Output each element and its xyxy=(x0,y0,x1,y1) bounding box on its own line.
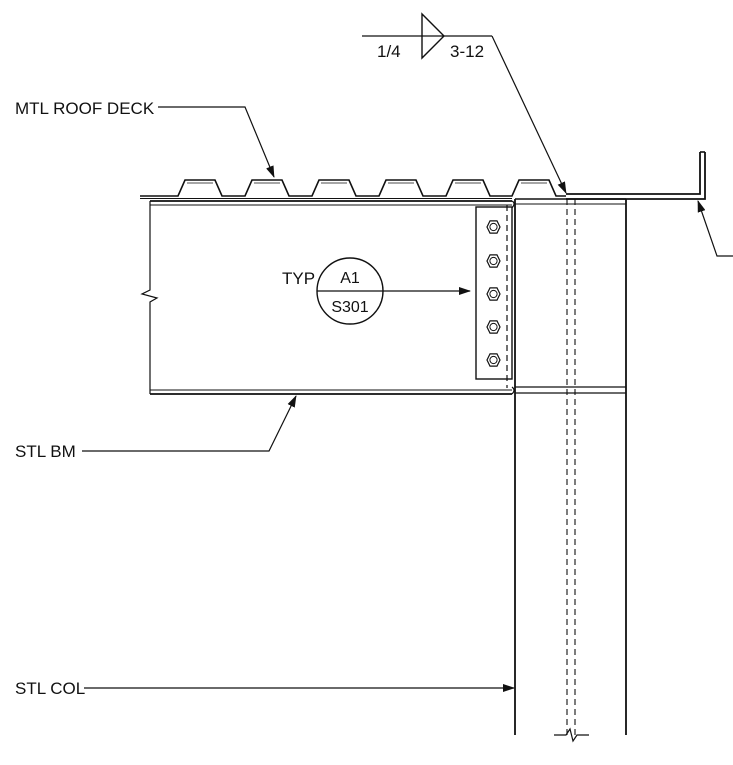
detail-reference-bubble[interactable]: A1 S301 TYP xyxy=(282,257,471,325)
edge-angle xyxy=(566,151,706,200)
detail-number-text: A1 xyxy=(340,270,360,287)
bolt xyxy=(486,320,501,334)
beam-label: STL BM xyxy=(15,442,76,461)
typical-label: TYP xyxy=(282,269,315,288)
steel-beam xyxy=(140,200,515,395)
roof-deck-callout: MTL ROOF DECK xyxy=(15,99,275,178)
bolt-group xyxy=(486,220,501,367)
weld-size-text: 1/4 xyxy=(377,42,401,61)
edge-angle-leader xyxy=(697,200,733,257)
metal-roof-deck xyxy=(140,179,566,199)
roof-deck-label: MTL ROOF DECK xyxy=(15,99,155,118)
beam-callout: STL BM xyxy=(15,395,297,461)
column-callout: STL COL xyxy=(15,679,515,698)
bolt xyxy=(486,254,501,268)
detail-sheet-text: S301 xyxy=(331,299,368,316)
shear-tab xyxy=(475,205,513,388)
column-label: STL COL xyxy=(15,679,85,698)
weld-symbol: 1/4 3-12 xyxy=(362,12,567,194)
bolt xyxy=(486,220,501,234)
steel-column xyxy=(514,198,627,743)
bolt xyxy=(486,287,501,301)
weld-length-text: 3-12 xyxy=(450,42,484,61)
bolt xyxy=(486,353,501,367)
